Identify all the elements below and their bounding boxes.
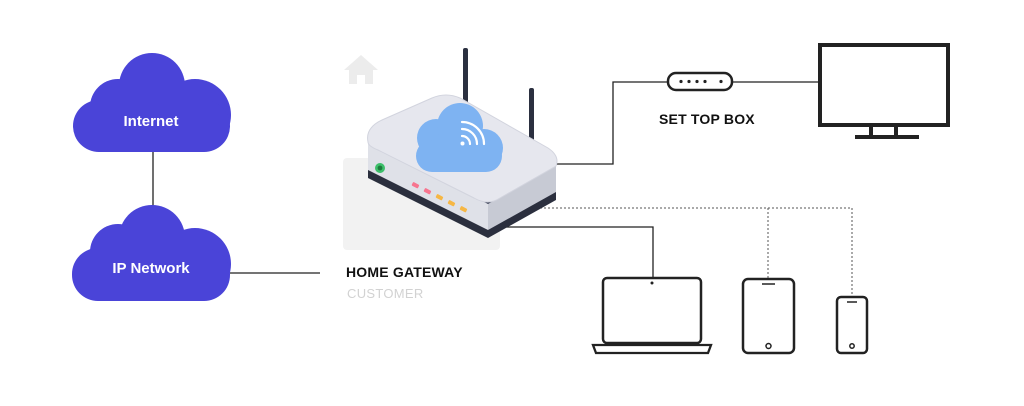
tablet-icon [741, 277, 796, 355]
router-cloud [416, 103, 503, 172]
internet-label: Internet [123, 113, 179, 130]
home-icon [344, 55, 378, 84]
connectors [152, 81, 820, 278]
internet-cloud [73, 53, 231, 152]
home-gateway-label: HOME GATEWAY [346, 264, 463, 280]
set-top-box-label: SET TOP BOX [659, 111, 755, 127]
wireless-connectors [520, 207, 853, 297]
ip-network-label: IP Network [112, 260, 190, 277]
router-antennas [463, 48, 534, 150]
wifi-icon [460, 120, 486, 146]
set-top-box-device [666, 71, 734, 92]
smartphone-icon [835, 295, 869, 355]
tv-icon [818, 43, 950, 139]
gateway-to-laptop-line [506, 226, 654, 278]
gateway-to-settopbox-line [555, 81, 668, 165]
ip-network-cloud [72, 205, 231, 301]
customer-label: CUSTOMER [347, 286, 424, 301]
laptop-icon [591, 276, 713, 355]
